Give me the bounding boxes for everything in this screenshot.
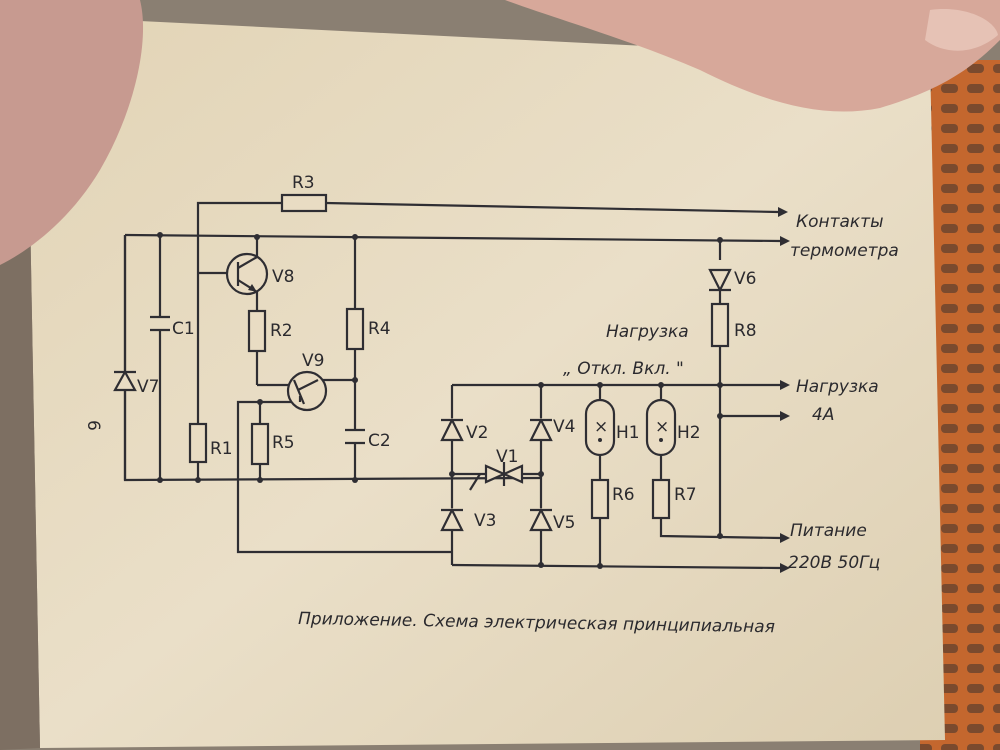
terminal-contacts-line1: Контакты [796,212,884,232]
h1-label: H1 [616,423,640,443]
v2-diode [440,417,464,442]
c2-capacitor [345,428,365,445]
v6-diode [708,268,732,293]
r3-label: R3 [292,173,315,193]
c1-label: C1 [172,319,195,339]
indicator-states: „ Откл. Вкл. " [563,359,684,379]
v4-diode [529,417,553,442]
background-left [0,210,40,750]
h1-lamp: × [584,398,616,457]
terminal-load-line2: 4А [812,405,834,425]
v2-label: V2 [466,423,488,443]
r1-label: R1 [210,439,233,459]
terminal-power-line2: 220В 50Гц [788,553,880,573]
indicator-title: Нагрузка [606,322,689,342]
r7-resistor [651,478,671,520]
r4-label: R4 [368,319,391,339]
v6-label: V6 [734,269,756,289]
v9-label: V9 [302,351,324,371]
v1-triac [484,462,524,486]
v8-transistor [225,252,269,296]
v1-label: V1 [496,447,518,467]
v7-diode [113,369,137,392]
terminal-arrows [778,207,790,573]
junction-dots [157,232,723,569]
v5-label: V5 [553,513,575,533]
r5-label: R5 [272,433,295,453]
terminal-load-line1: Нагрузка [796,377,879,397]
v4-label: V4 [553,417,575,437]
thumb [0,0,144,265]
v8-label: V8 [272,267,294,287]
page-number: 6 [83,420,103,431]
finger-top [505,0,1000,112]
r8-resistor [710,302,730,348]
r2-resistor [247,309,267,353]
wiring [123,201,781,570]
c2-label: C2 [368,431,391,451]
v5-diode [529,507,553,532]
terminal-contacts-line2: термометра [790,241,899,261]
r6-resistor [590,478,610,520]
finger-nail [925,9,998,51]
r6-label: R6 [612,485,635,505]
svg-text:×: × [655,417,669,437]
terminal-power-line1: Питание [790,521,867,541]
r7-label: R7 [674,485,697,505]
c1-capacitor [150,315,170,332]
r5-resistor [250,422,270,466]
r4-resistor [345,307,365,351]
r2-label: R2 [270,321,293,341]
r8-label: R8 [734,321,757,341]
svg-text:×: × [594,417,608,437]
r3-resistor [280,193,328,213]
h2-label: H2 [677,423,701,443]
v9-transistor [286,370,328,412]
r1-resistor [188,422,208,464]
v7-label: V7 [137,377,159,397]
v3-label: V3 [474,511,496,531]
v3-diode [440,507,464,532]
h2-lamp: × [645,398,677,457]
